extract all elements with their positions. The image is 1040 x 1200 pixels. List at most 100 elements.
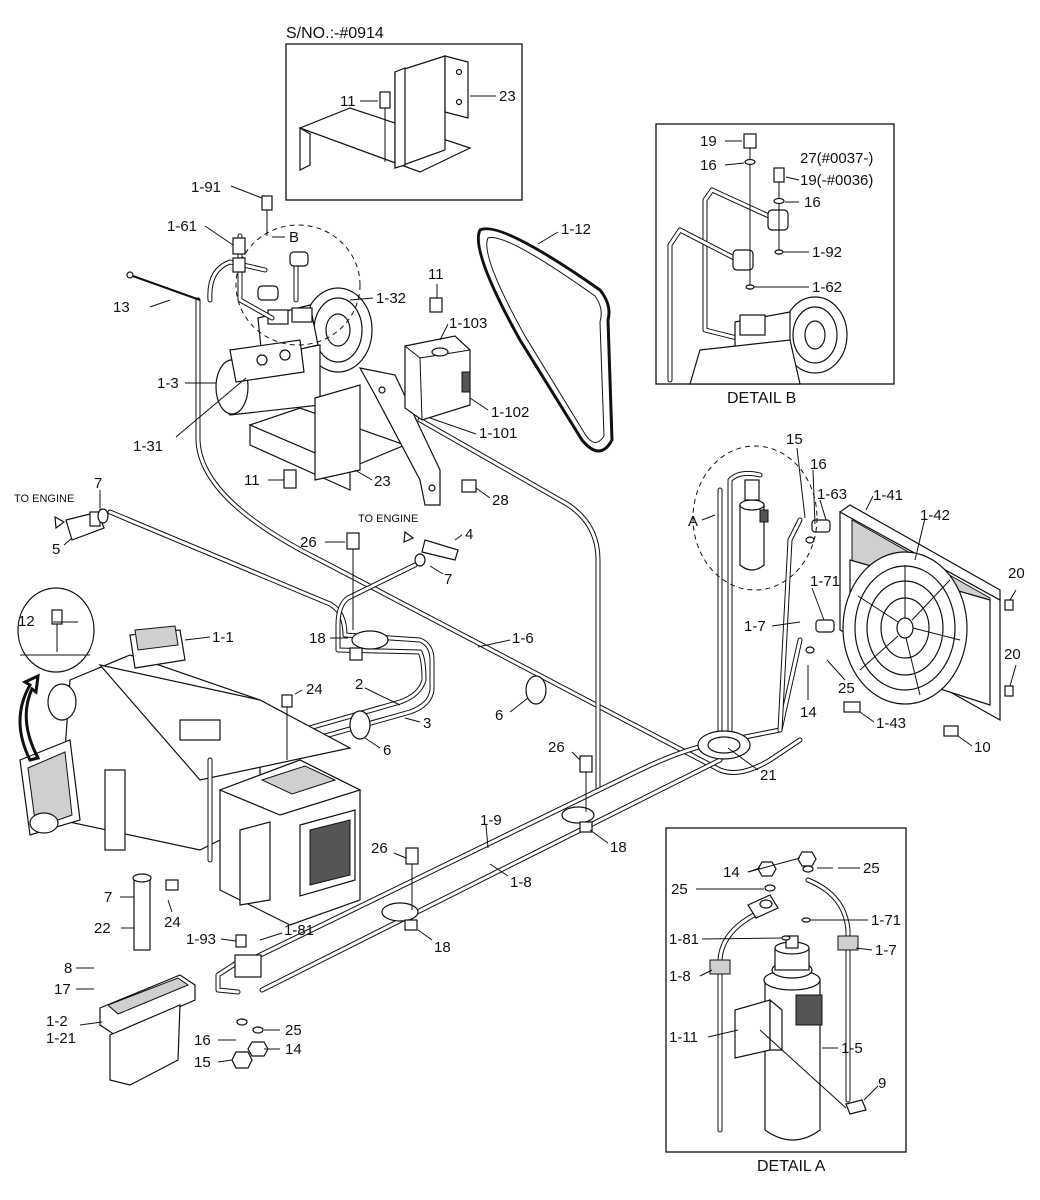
detail-b-callout-circle <box>235 224 361 346</box>
label-1-101: 1-101 <box>479 425 517 442</box>
clamp-18-upper <box>349 630 389 661</box>
label-1-103: 1-103 <box>449 315 487 332</box>
label-9: 9 <box>878 1075 886 1092</box>
label-12: 12 <box>18 613 35 630</box>
bolt-11-inset <box>379 91 391 135</box>
bracket-20-lower <box>1004 685 1014 697</box>
label-1-43: 1-43 <box>876 715 906 732</box>
label-14: 14 <box>800 704 817 721</box>
label-1-92: 1-92 <box>812 244 842 261</box>
label-26-top: 26 <box>300 534 317 551</box>
label-25-lower: 25 <box>285 1022 302 1039</box>
serial-inset-frame <box>285 43 523 201</box>
label-11-lower: 11 <box>244 472 260 489</box>
bolt-11-lower <box>283 469 297 489</box>
label-1-1: 1-1 <box>212 629 234 646</box>
compressor-fittings-b <box>232 195 361 346</box>
label-1-61: 1-61 <box>167 218 197 235</box>
serial-note: S/NO.:-#0914 <box>286 25 384 42</box>
bolt-26-low <box>405 847 419 910</box>
label-1-63: 1-63 <box>817 486 847 503</box>
label-5: 5 <box>52 541 60 558</box>
label-1-31: 1-31 <box>133 438 163 455</box>
label-7-lower: 7 <box>104 889 112 906</box>
label-16-detail-b: 16 <box>700 157 717 174</box>
label-1-42: 1-42 <box>920 507 950 524</box>
hose-22 <box>132 873 152 951</box>
label-16: 16 <box>810 456 827 473</box>
label-1-71-detail-a: 1-71 <box>871 912 901 929</box>
label-18-lower: 18 <box>434 939 451 956</box>
label-1-9: 1-9 <box>480 812 502 829</box>
label-24-lower: 24 <box>164 914 181 931</box>
bolt-24 <box>165 694 293 891</box>
label-19-note: 19(-#0036) <box>800 172 873 189</box>
label-3: 3 <box>423 715 431 732</box>
label-6-left: 6 <box>383 742 391 759</box>
label-4: 4 <box>465 526 473 543</box>
detail-circle-12 <box>17 587 95 762</box>
label-24-upper: 24 <box>306 681 323 698</box>
label-1-41: 1-41 <box>873 487 903 504</box>
label-1-32: 1-32 <box>376 290 406 307</box>
label-1-2: 1-2 <box>46 1013 68 1030</box>
label-17: 17 <box>54 981 71 998</box>
label-25-detail-a-right: 25 <box>863 860 880 877</box>
label-18-middle: 18 <box>610 839 627 856</box>
label-1-62: 1-62 <box>812 279 842 296</box>
label-1-3: 1-3 <box>157 375 179 392</box>
label-15: 15 <box>786 431 803 448</box>
detail-a-frame <box>665 827 907 1153</box>
bolt-13 <box>126 271 201 301</box>
label-22: 22 <box>94 920 111 937</box>
screw-1-43 <box>843 701 861 713</box>
label-b-ref: B <box>289 229 299 246</box>
clamp-6-a <box>525 675 547 705</box>
label-1-21: 1-21 <box>46 1030 76 1047</box>
condenser-1-41 <box>838 504 1014 722</box>
screw-1-103 <box>429 297 443 313</box>
label-15-lower: 15 <box>194 1054 211 1071</box>
label-1-8: 1-8 <box>510 874 532 891</box>
label-14-lower: 14 <box>285 1041 302 1058</box>
label-25-detail-a-left: 25 <box>671 881 688 898</box>
label-7-mid: 7 <box>444 571 452 588</box>
bolt-28 <box>461 479 477 493</box>
bracket-20-upper <box>1004 599 1014 611</box>
label-23: 23 <box>374 473 391 490</box>
label-1-8-detail-a: 1-8 <box>669 968 691 985</box>
label-21: 21 <box>760 767 777 784</box>
label-14-detail-a: 14 <box>723 864 740 881</box>
label-20-lower: 20 <box>1004 646 1021 663</box>
label-23-inset: 23 <box>499 88 516 105</box>
label-28: 28 <box>492 492 509 509</box>
label-1-11: 1-11 <box>669 1029 698 1046</box>
compressor-1-3 <box>215 287 373 416</box>
engine-connector-5 <box>65 508 109 541</box>
label-1-7-detail-a: 1-7 <box>875 942 897 959</box>
bolt-19-top <box>743 133 757 290</box>
label-16-lower: 16 <box>194 1032 211 1049</box>
label-10: 10 <box>974 739 991 756</box>
bracket-1-11 <box>734 998 783 1059</box>
detail-a-inset: DETAIL A <box>665 827 907 1175</box>
label-1-71: 1-71 <box>810 573 840 590</box>
label-1-81-detail-a: 1-81 <box>669 931 699 948</box>
bracket-23 <box>248 367 441 506</box>
label-27-note: 27(#0037-) <box>800 150 873 167</box>
screw-9 <box>759 1029 867 1115</box>
serial-inset: S/NO.:-#0914 11 23 <box>285 25 523 201</box>
o-ring-25-detail-a <box>764 865 814 892</box>
label-to-engine-left: TO ENGINE <box>14 493 74 505</box>
hvac-unit-1-1 <box>19 625 362 926</box>
bracket-23-inset <box>298 55 472 173</box>
label-2: 2 <box>355 676 363 693</box>
fitting-1-81 <box>747 894 779 919</box>
bolt-26-top <box>346 532 360 630</box>
label-8: 8 <box>64 960 72 977</box>
screw-10 <box>943 725 959 737</box>
expansion-block <box>215 934 269 1069</box>
label-1-12: 1-12 <box>561 221 591 238</box>
clamp-18-lower <box>381 902 419 931</box>
